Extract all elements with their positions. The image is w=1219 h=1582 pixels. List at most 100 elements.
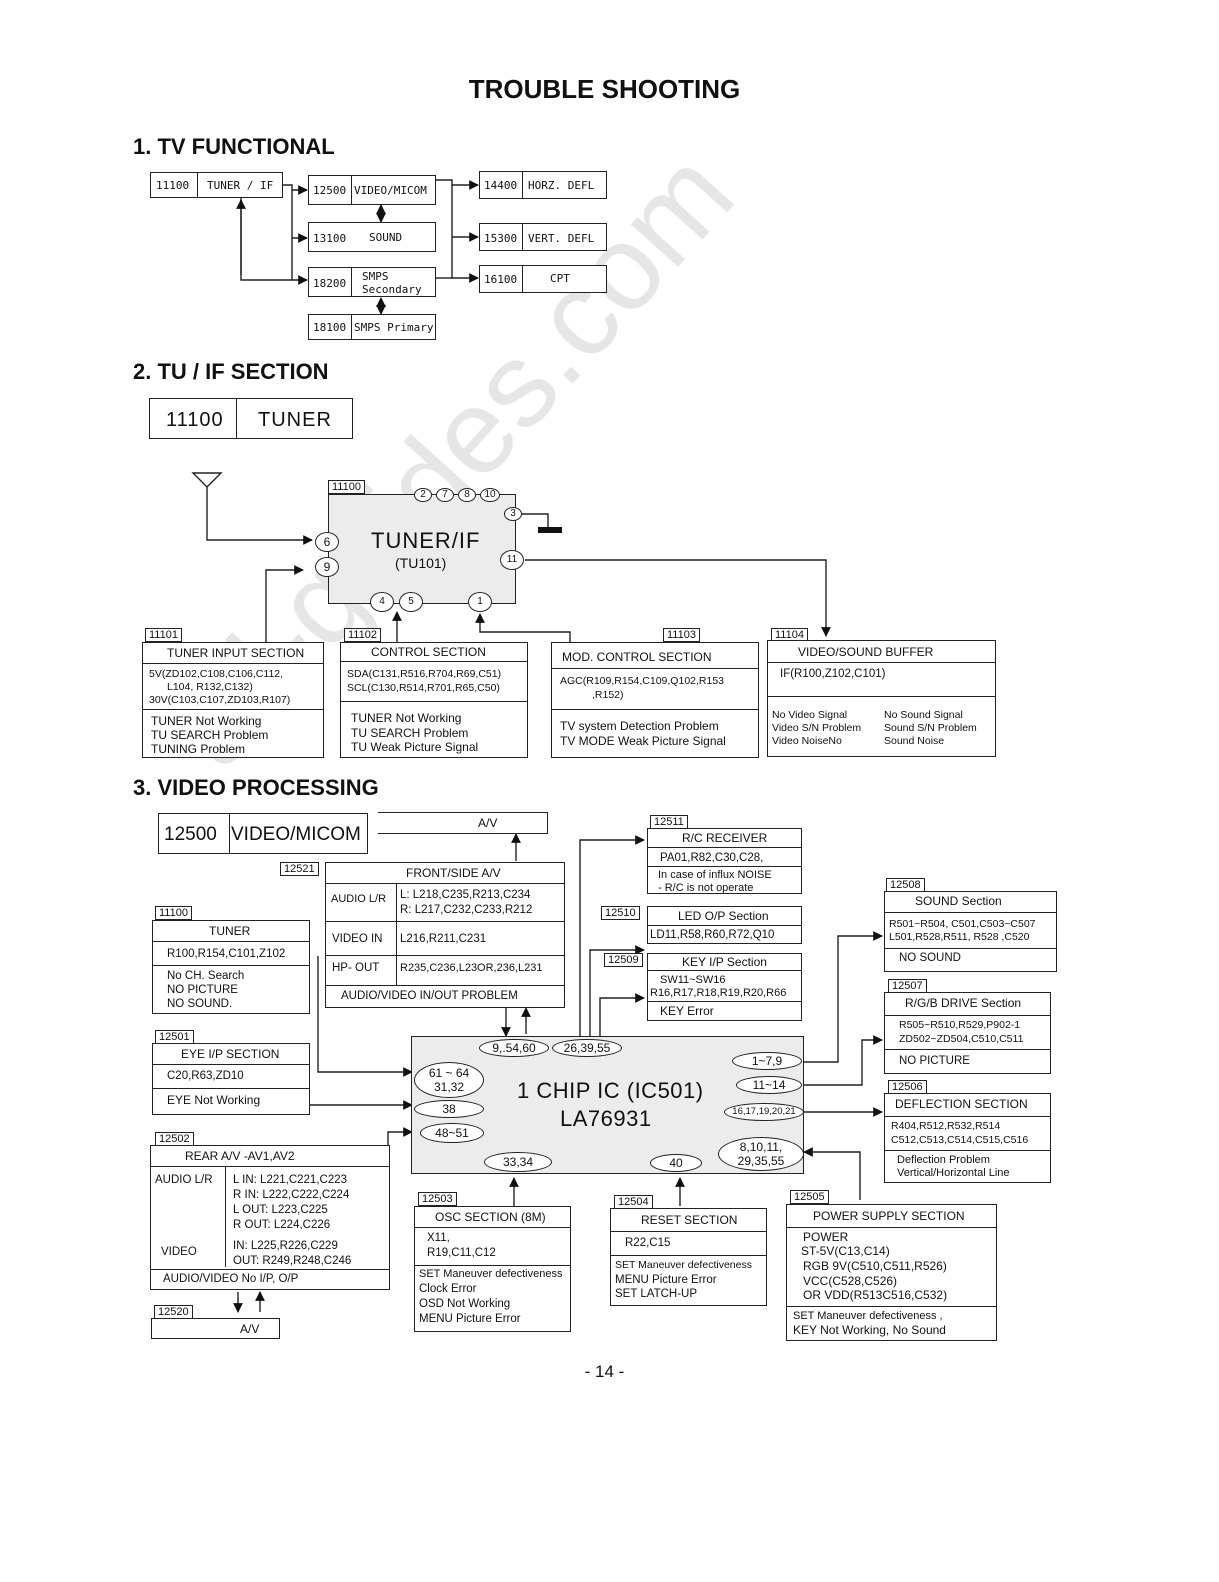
osc-title: OSC SECTION (8M) <box>435 1210 546 1224</box>
av-bot-box: A/V <box>151 1318 280 1339</box>
video-sound-buffer-box: VIDEO/SOUND BUFFER IF(R100,Z102,C101) No… <box>767 640 996 757</box>
reset-title: RESET SECTION <box>641 1213 738 1227</box>
chip-pin-40: 40 <box>650 1154 702 1172</box>
key-l1: SW11~SW16 <box>660 974 726 986</box>
rear-a3: L OUT: L223,C225 <box>233 1204 328 1216</box>
fn-cpt-box: 16100 CPT <box>479 265 607 293</box>
tuif-b2-p2: TU SEARCH Problem <box>351 726 469 740</box>
led-l1: LD11,R58,R60,R72,Q10 <box>650 929 775 941</box>
tuif-pin-9: 9 <box>315 557 339 577</box>
tuif-b1-p1: TUNER Not Working <box>151 714 262 728</box>
rgb-tab: 12507 <box>888 979 927 993</box>
tuif-b4-p2b: Sound S/N Problem <box>884 722 977 734</box>
tuif-header-code: 11100 <box>166 409 224 431</box>
osc-p4: MENU Picture Error <box>419 1313 521 1325</box>
reset-section-box: RESET SECTION R22,C15 SET Maneuver defec… <box>610 1208 767 1306</box>
chip-pin-8-10-11: 8,10,11, 29,35,55 <box>718 1137 804 1171</box>
fn-smps-code: 18200 <box>313 277 347 290</box>
av-bot-tab: 12520 <box>154 1305 193 1319</box>
osc-section-box: OSC SECTION (8M) X11, R19,C11,C12 SET Ma… <box>414 1206 571 1332</box>
defl-l2: C512,C513,C514,C515,C516 <box>891 1134 1029 1146</box>
defl-p1: Deflection Problem <box>897 1154 990 1166</box>
tuif-b4-p1b: No Sound Signal <box>884 709 963 721</box>
fn-sound-label: SOUND <box>369 231 403 244</box>
tuif-pin-10: 10 <box>480 488 500 502</box>
rear-v1: IN: L225,R226,C229 <box>233 1240 338 1252</box>
tuif-header-box: 11100 TUNER <box>149 398 353 439</box>
sound-p1: NO SOUND <box>899 952 961 964</box>
tuner-if-module: TUNER/IF (TU101) <box>328 494 516 604</box>
fn-tuner-label: TUNER / IF <box>207 179 274 192</box>
tuif-b4-p3b: Sound Noise <box>884 735 945 747</box>
front-r1a: L: L218,C235,R213,C234 <box>400 889 531 901</box>
tuif-pin-7: 7 <box>436 488 454 502</box>
tuif-b3-title: MOD. CONTROL SECTION <box>562 650 712 664</box>
front-side-av-box: FRONT/SIDE A/V AUDIO L/R L: L218,C235,R2… <box>325 862 565 1008</box>
v-tuner-p3: NO SOUND. <box>167 998 233 1010</box>
tuif-b1-title: TUNER INPUT SECTION <box>167 646 305 660</box>
power-p2: KEY Not Working, No Sound <box>793 1323 946 1337</box>
rc-l1: PA01,R82,C30,C28, <box>660 852 764 864</box>
tuif-b4-p2a: Video S/N Problem <box>772 722 862 734</box>
sound-l1: R501~R504, C501,C503~C507 <box>889 918 1036 930</box>
power-title: POWER SUPPLY SECTION <box>813 1209 965 1223</box>
chip-pin-38: 38 <box>414 1100 484 1118</box>
tuif-b2-l2: SCL(C130,R514,R701,R65,C50) <box>347 682 500 694</box>
fn-vert-box: 15300 VERT. DEFL <box>479 223 607 251</box>
tuif-pin-1: 1 <box>468 592 492 612</box>
page-title: TROUBLE SHOOTING <box>468 74 741 104</box>
power-tab: 12505 <box>790 1190 829 1204</box>
video-header-code: 12500 <box>164 824 217 845</box>
chip-pin-8-10-11-l1: 8,10,11, <box>739 1140 783 1154</box>
fn-horz-label: HORZ. DEFL <box>528 179 595 192</box>
front-tab: 12521 <box>280 862 319 876</box>
rc-tab: 12511 <box>650 815 688 829</box>
fn-horz-box: 14400 HORZ. DEFL <box>479 171 607 199</box>
rgb-p1: NO PICTURE <box>899 1055 970 1067</box>
reset-p3: SET LATCH-UP <box>615 1288 698 1300</box>
key-title: KEY I/P Section <box>682 955 767 969</box>
rgb-drive-box: R/G/B DRIVE Section R505~R510,R529,P902-… <box>884 992 1051 1074</box>
mod-control-section-box: MOD. CONTROL SECTION AGC(R109,R154,C109,… <box>551 642 759 758</box>
tuif-module-tab: 11100 <box>328 480 365 494</box>
tuif-b4-title: VIDEO/SOUND BUFFER <box>798 645 934 659</box>
fn-sound-code: 13100 <box>313 232 347 245</box>
osc-p1: SET Maneuver defectiveness <box>419 1268 563 1280</box>
rgb-l1: R505~R510,R529,P902-1 <box>899 1019 1021 1031</box>
video-header-label: VIDEO/MICOM <box>231 824 361 845</box>
rear-k2: VIDEO <box>161 1246 197 1258</box>
tuner-input-section-box: TUNER INPUT SECTION 5V(ZD102,C108,C106,C… <box>142 642 324 758</box>
osc-p3: OSD Not Working <box>419 1298 511 1310</box>
reset-tab: 12504 <box>614 1195 653 1209</box>
osc-l1: X11, <box>427 1232 450 1244</box>
rear-a1: L IN: L221,C221,C223 <box>233 1174 348 1186</box>
front-r1-key: AUDIO L/R <box>331 893 387 905</box>
rgb-title: R/G/B DRIVE Section <box>905 996 1022 1010</box>
rear-title: REAR A/V -AV1,AV2 <box>185 1149 295 1163</box>
tuif-b2-l1: SDA(C131,R516,R704,R69,C51) <box>347 668 502 680</box>
sound-tab: 12508 <box>886 878 925 892</box>
section-heading-tv-functional: 1. TV FUNCTIONAL <box>133 134 335 159</box>
front-r3: R235,C236,L23OR,236,L231 <box>400 962 543 974</box>
reset-l1: R22,C15 <box>625 1237 671 1249</box>
tuif-b3-p2: TV MODE Weak Picture Signal <box>560 734 726 748</box>
power-l2: ST-5V(C13,C14) <box>801 1244 890 1258</box>
tuif-b3-l2: ,R152) <box>592 689 624 701</box>
osc-l2: R19,C11,C12 <box>427 1247 496 1259</box>
eye-p1: EYE Not Working <box>167 1093 261 1107</box>
chip-pin-1-7-9: 1~7,9 <box>732 1052 802 1070</box>
tuif-b4-p1a: No Video Signal <box>772 709 848 721</box>
key-l2: R16,R17,R18,R19,R20,R66 <box>650 987 787 999</box>
sound-l2: L501,R528,R511, R528 ,C520 <box>889 931 1030 943</box>
tuif-b4-l1: IF(R100,Z102,C101) <box>780 668 886 680</box>
fn-smpsp-label: SMPS Primary <box>354 321 434 334</box>
fn-video-label: VIDEO/MICOM <box>354 184 427 197</box>
tuif-pin-11: 11 <box>500 550 524 570</box>
fn-smps-primary-box: 18100 SMPS Primary <box>308 314 436 340</box>
fn-tuner-code: 11100 <box>156 179 190 192</box>
tuif-b1-p2: TU SEARCH Problem <box>151 728 269 742</box>
defl-p2: Vertical/Horizontal Line <box>897 1167 1010 1179</box>
fn-vert-code: 15300 <box>484 232 518 245</box>
key-ip-box: KEY I/P Section SW11~SW16 R16,R17,R18,R1… <box>647 953 802 1021</box>
